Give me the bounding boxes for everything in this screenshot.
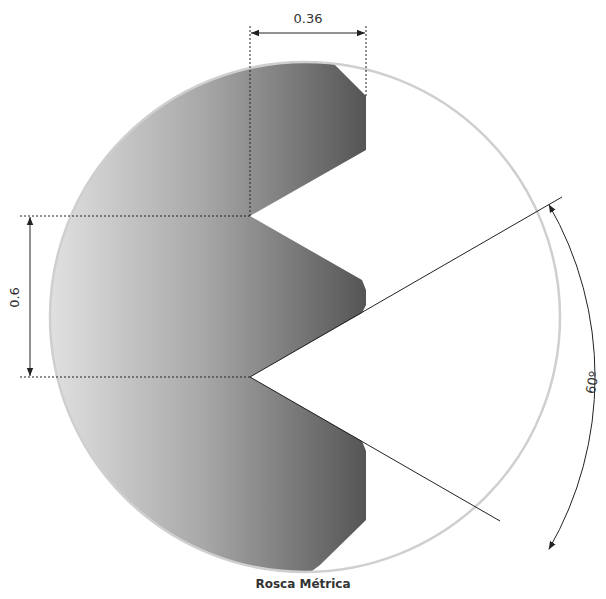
dimension-lines	[20, 26, 595, 550]
caption: Rosca Métrica	[255, 577, 350, 591]
dimension-label: 0.6	[8, 287, 21, 308]
dimension-label: 0.36	[294, 12, 323, 25]
angle-label: 60º	[584, 370, 601, 395]
thread-profile	[40, 40, 366, 580]
detail-circle	[50, 62, 560, 572]
